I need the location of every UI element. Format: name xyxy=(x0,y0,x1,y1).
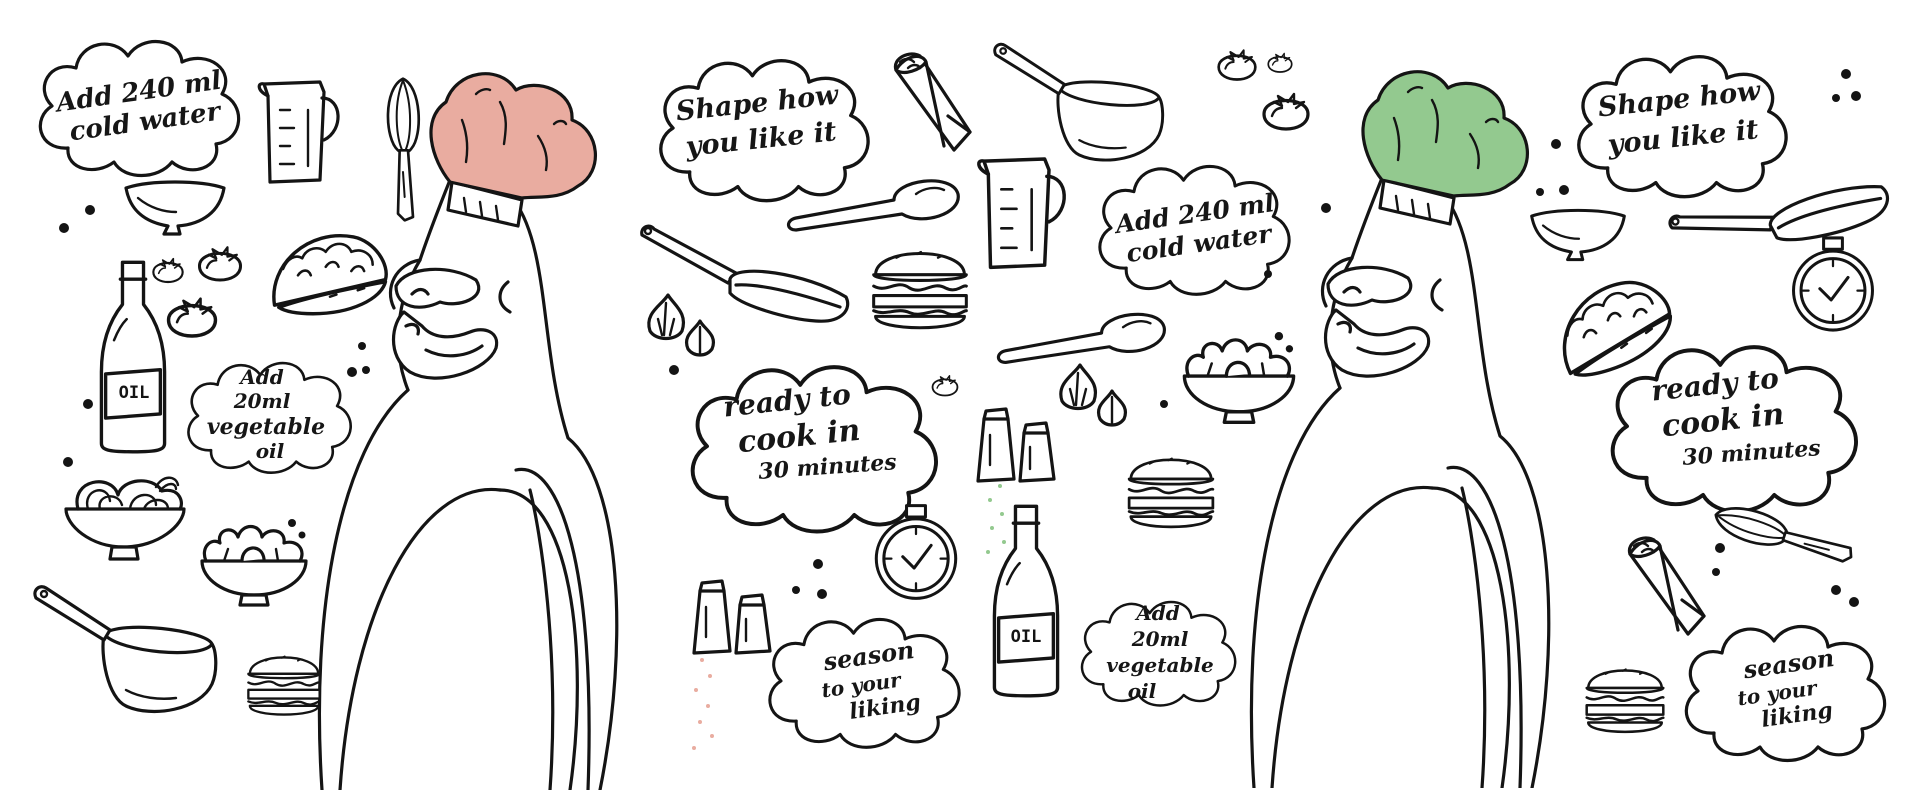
burrito-icon xyxy=(893,52,972,152)
whisk-icon xyxy=(386,77,421,222)
cloud-oil-line-3: vegetable xyxy=(1106,653,1214,677)
oil-label: OIL xyxy=(119,383,150,403)
whisk-icon xyxy=(1709,498,1858,575)
burger-icon xyxy=(872,250,968,330)
cloud-oil-left: Add 20ml vegetable oil xyxy=(186,361,353,475)
garlic-icon xyxy=(646,293,716,357)
bowl-icon xyxy=(124,180,226,236)
burrito-icon xyxy=(1627,536,1706,636)
tomato-icon xyxy=(1267,52,1293,73)
cloud-season-left: season to your liking xyxy=(768,617,961,750)
cloud-ready-left: ready to cook in 30 minutes xyxy=(693,367,936,531)
spoon-icon xyxy=(996,312,1167,365)
noodle-bowl-icon xyxy=(64,475,186,561)
left-panel: Add 240 ml cold water OIL Add 20ml veget… xyxy=(33,39,619,790)
chef-gorilla-icon xyxy=(317,72,619,790)
tomato-icon xyxy=(1262,92,1310,131)
salt-shaker-icon xyxy=(692,579,772,655)
oil-bottle-icon xyxy=(992,504,1060,698)
right-panel: Shape how you like it ready to cook in 3… xyxy=(1249,54,1896,788)
cloud-shape-left: Shape how you like it xyxy=(659,58,870,203)
tomato-icon xyxy=(166,296,218,338)
tomato-icon xyxy=(931,374,959,397)
pepper-shaker-icon xyxy=(976,407,1056,483)
burger-icon xyxy=(1127,457,1215,529)
saucepan-icon xyxy=(33,585,218,714)
cloud-oil-line-1: Add xyxy=(238,365,284,389)
tomato-icon xyxy=(197,245,243,282)
garlic-icon xyxy=(1058,363,1128,427)
saucepan-icon xyxy=(993,42,1165,162)
oil-bottle-icon xyxy=(99,260,167,454)
cloud-oil-line-1: Add xyxy=(1134,601,1180,625)
cloud-oil-line-4: oil xyxy=(1128,679,1157,703)
burger-icon xyxy=(1585,667,1665,734)
cloud-ready-right: ready to cook in 30 minutes xyxy=(1613,347,1856,511)
oil-bottle-right: OIL xyxy=(992,504,1060,698)
timer-icon xyxy=(1792,236,1874,332)
cloud-water-left: Add 240 ml cold water xyxy=(38,39,241,178)
cloud-oil-right: Add 20ml vegetable oil xyxy=(1080,600,1238,708)
salad-bowl-icon xyxy=(1182,330,1296,425)
measuring-jug-icon xyxy=(257,80,340,184)
cloud-oil-line-4: oil xyxy=(256,439,285,463)
salad-bowl-icon xyxy=(200,517,308,607)
cloud-season-right: season to your liking xyxy=(1684,624,1887,763)
salt-sprinkle-left xyxy=(692,658,714,750)
cloud-oil-line-2: 20ml xyxy=(1131,627,1189,651)
measuring-jug-icon xyxy=(977,157,1066,270)
tomato-icon xyxy=(1217,48,1257,81)
oil-label: OIL xyxy=(1011,627,1042,647)
taco-icon xyxy=(272,233,388,316)
cloud-shape-right: Shape how you like it xyxy=(1577,54,1788,199)
bowl-icon xyxy=(1530,208,1626,262)
salt-sprinkle-right xyxy=(986,484,1006,554)
cloud-water-right: Add 240 ml cold water xyxy=(1098,164,1291,296)
cloud-oil-line-2: 20ml xyxy=(233,389,291,413)
cloud-oil-line-3: vegetable xyxy=(207,414,325,440)
burger-icon xyxy=(247,655,321,716)
center-panel: Shape how you like it ready to cook in 3… xyxy=(639,42,1310,750)
tomato-icon xyxy=(152,257,184,284)
chef-gorilla-icon xyxy=(1249,70,1551,788)
oil-bottle-left: OIL xyxy=(99,260,167,454)
